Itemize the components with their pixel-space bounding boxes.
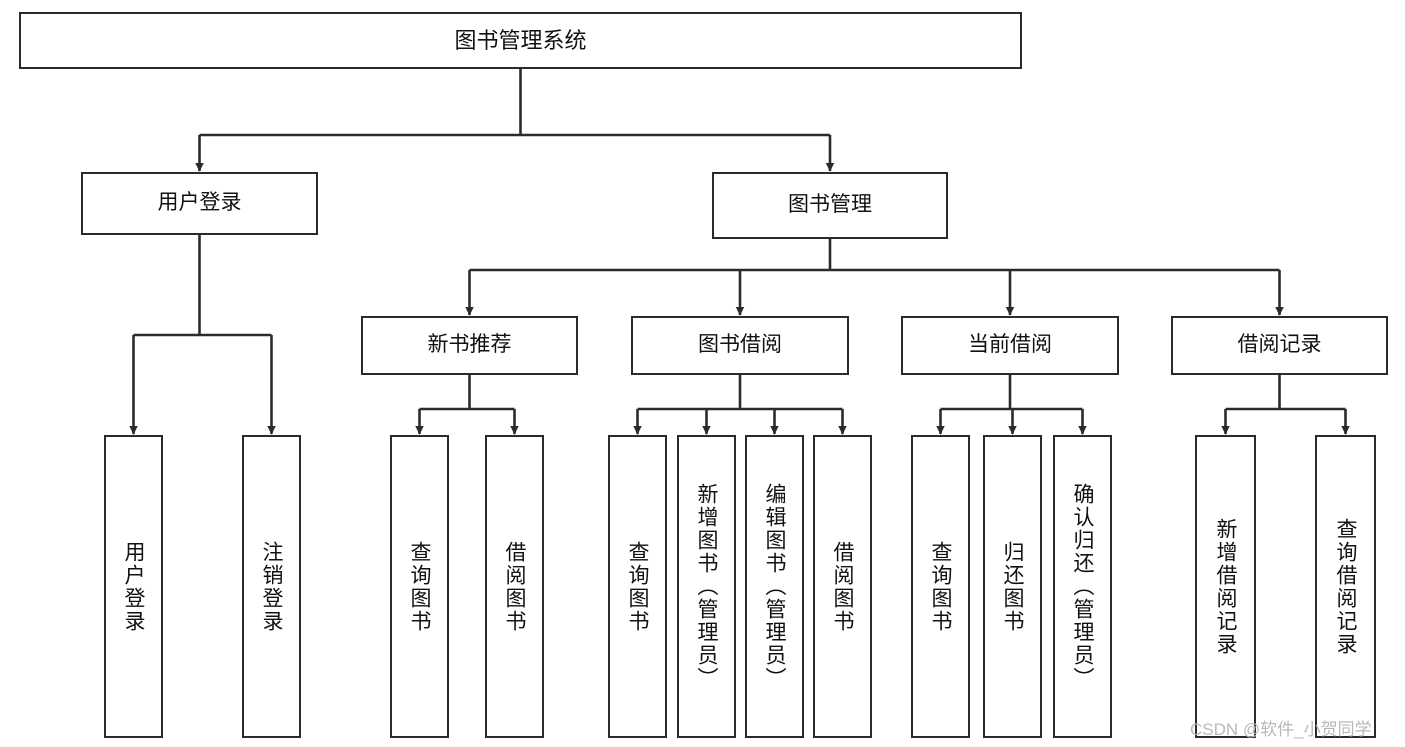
leaf-query-book-3[interactable]: 查询图书 [911, 435, 970, 738]
leaf-logout-label: 注销登录 [260, 540, 283, 633]
node-root-label: 图书管理系统 [454, 27, 587, 53]
node-borrow-record-label: 借阅记录 [1237, 333, 1322, 357]
node-book-management[interactable]: 图书管理 [712, 172, 948, 239]
leaf-edit-book[interactable]: 编辑图书（管理员） [745, 435, 804, 738]
edge-paths [129, 69, 1350, 435]
csdn-watermark: CSDN @软件_小贺同学 [1190, 720, 1372, 739]
leaf-borrow-book-2[interactable]: 借阅图书 [813, 435, 872, 738]
leaf-query-book-2-label: 查询图书 [626, 540, 649, 633]
node-user-login[interactable]: 用户登录 [81, 172, 318, 235]
leaf-add-book[interactable]: 新增图书（管理员） [677, 435, 736, 738]
leaf-confirm-return[interactable]: 确认归还（管理员） [1053, 435, 1112, 738]
node-borrow-record[interactable]: 借阅记录 [1171, 316, 1388, 375]
node-user-login-label: 用户登录 [157, 191, 242, 215]
leaf-return-book-label: 归还图书 [1001, 540, 1024, 633]
leaf-edit-book-label: 编辑图书（管理员） [763, 483, 786, 690]
leaf-confirm-return-label: 确认归还（管理员） [1071, 483, 1094, 690]
leaf-query-book-2[interactable]: 查询图书 [608, 435, 667, 738]
leaf-logout[interactable]: 注销登录 [242, 435, 301, 738]
leaf-borrow-book-2-label: 借阅图书 [831, 540, 854, 633]
node-current-borrow[interactable]: 当前借阅 [901, 316, 1119, 375]
leaf-query-book-1[interactable]: 查询图书 [390, 435, 449, 738]
node-book-borrow[interactable]: 图书借阅 [631, 316, 849, 375]
leaf-query-borrow-record-label: 查询借阅记录 [1334, 517, 1357, 656]
node-book-borrow-label: 图书借阅 [698, 333, 782, 357]
leaf-add-borrow-record-label: 新增借阅记录 [1214, 517, 1237, 656]
leaf-user-login-label: 用户登录 [122, 540, 145, 633]
leaf-user-login[interactable]: 用户登录 [104, 435, 163, 738]
leaf-query-borrow-record[interactable]: 查询借阅记录 [1315, 435, 1376, 738]
leaf-borrow-book-1[interactable]: 借阅图书 [485, 435, 544, 738]
leaf-borrow-book-1-label: 借阅图书 [503, 540, 526, 633]
node-new-book-recommend[interactable]: 新书推荐 [361, 316, 578, 375]
node-current-borrow-label: 当前借阅 [968, 333, 1052, 357]
leaf-return-book[interactable]: 归还图书 [983, 435, 1042, 738]
leaf-add-borrow-record[interactable]: 新增借阅记录 [1195, 435, 1256, 738]
node-new-book-recommend-label: 新书推荐 [427, 333, 512, 357]
leaf-add-book-label: 新增图书（管理员） [695, 483, 718, 690]
node-root[interactable]: 图书管理系统 [19, 12, 1022, 69]
node-book-management-label: 图书管理 [788, 193, 872, 217]
leaf-query-book-1-label: 查询图书 [408, 540, 431, 633]
leaf-query-book-3-label: 查询图书 [929, 540, 952, 633]
